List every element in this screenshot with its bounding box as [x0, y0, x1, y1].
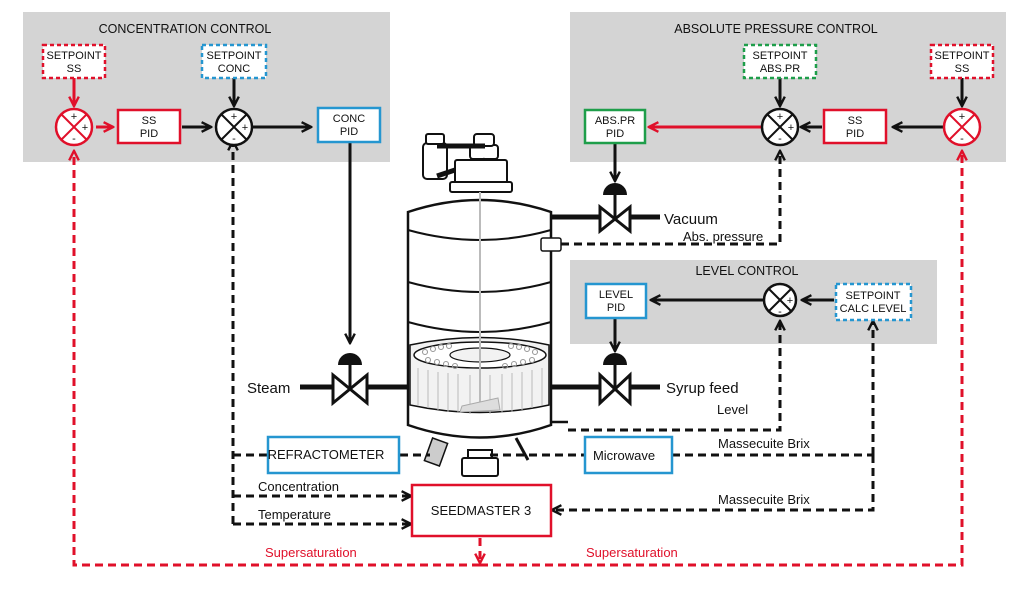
- vacuum-valve: [598, 183, 632, 235]
- abs-pressure-control-title: ABSOLUTE PRESSURE CONTROL: [674, 22, 878, 36]
- massecuite-brix-top-label: Massecuite Brix: [718, 436, 810, 451]
- svg-text:+: +: [788, 122, 794, 134]
- svg-text:SETPOINT: SETPOINT: [752, 50, 807, 62]
- concentration-control-title: CONCENTRATION CONTROL: [99, 22, 272, 36]
- svg-text:SS: SS: [955, 63, 970, 75]
- measurement-lines: [233, 142, 873, 524]
- supersaturation-right-label: Supersaturation: [586, 545, 678, 560]
- microwave-block: Microwave: [583, 435, 674, 475]
- massecuite-brix-bottom-label: Massecuite Brix: [718, 492, 810, 507]
- ss-pid-right-block: SS PID: [822, 108, 888, 145]
- svg-text:SETPOINT: SETPOINT: [206, 50, 261, 62]
- conc-pid-block: CONC PID: [316, 106, 382, 144]
- syrup-feed-label: Syrup feed: [666, 380, 739, 397]
- svg-text:Microwave: Microwave: [593, 448, 655, 463]
- svg-text:SS: SS: [848, 115, 863, 127]
- level-label: Level: [717, 402, 748, 417]
- setpoint-conc-block: SETPOINT CONC: [200, 43, 268, 80]
- svg-text:SS: SS: [142, 115, 157, 127]
- seedmaster-block: SEEDMASTER 3: [410, 483, 553, 538]
- svg-text:LEVEL: LEVEL: [599, 289, 633, 301]
- evaporator-vessel: [406, 133, 568, 477]
- setpoint-ss-left-block: SETPOINT SS: [41, 43, 107, 80]
- svg-text:-: -: [960, 133, 964, 145]
- svg-text:+: +: [777, 111, 783, 123]
- supersaturation-lines: [74, 152, 962, 567]
- temperature-label: Temperature: [258, 507, 331, 522]
- svg-text:CONC: CONC: [333, 113, 365, 125]
- summing-junction-ss-left: + + -: [54, 107, 94, 147]
- svg-text:ABS.PR: ABS.PR: [595, 115, 635, 127]
- syrup-feed-valve: [598, 353, 632, 407]
- svg-text:-: -: [232, 133, 236, 145]
- level-pid-block: LEVEL PID: [584, 282, 648, 320]
- summing-junction-level: + -: [762, 282, 798, 318]
- setpoint-ss-right-block: SETPOINT SS: [929, 43, 995, 80]
- svg-text:SETPOINT: SETPOINT: [845, 290, 900, 302]
- setpoint-calc-level-block: SETPOINT CALC LEVEL: [834, 282, 913, 322]
- svg-text:+: +: [82, 122, 88, 134]
- refractometer-block: REFRACTOMETER: [266, 435, 401, 475]
- concentration-label: Concentration: [258, 479, 339, 494]
- svg-text:SETPOINT: SETPOINT: [934, 50, 989, 62]
- control-signals: [182, 78, 962, 350]
- svg-text:CALC LEVEL: CALC LEVEL: [840, 303, 907, 315]
- svg-text:PID: PID: [606, 128, 624, 140]
- steam-valve: [331, 353, 369, 407]
- svg-text:-: -: [72, 133, 76, 145]
- svg-text:PID: PID: [140, 128, 158, 140]
- svg-text:PID: PID: [607, 302, 625, 314]
- vacuum-label: Vacuum: [664, 211, 718, 228]
- svg-text:CONC: CONC: [218, 63, 250, 75]
- summing-junction-ss-right: + -: [942, 107, 982, 147]
- svg-text:+: +: [242, 122, 248, 134]
- setpoint-abspr-block: SETPOINT ABS.PR: [742, 43, 818, 80]
- svg-text:+: +: [787, 295, 793, 307]
- svg-text:+: +: [71, 111, 77, 123]
- ss-pid-left-block: SS PID: [116, 108, 182, 145]
- svg-text:ABS.PR: ABS.PR: [760, 63, 800, 75]
- svg-text:SS: SS: [67, 63, 82, 75]
- abs-pressure-label: Abs. pressure: [683, 229, 763, 244]
- svg-text:PID: PID: [846, 128, 864, 140]
- supersaturation-left-label: Supersaturation: [265, 545, 357, 560]
- red-control-signals: [74, 78, 762, 127]
- svg-text:REFRACTOMETER: REFRACTOMETER: [268, 447, 385, 462]
- steam-label: Steam: [247, 380, 290, 397]
- abspr-pid-block: ABS.PR PID: [583, 108, 647, 145]
- svg-text:-: -: [778, 306, 782, 318]
- svg-text:-: -: [778, 133, 782, 145]
- svg-text:+: +: [231, 111, 237, 123]
- summing-junction-abspr: + + -: [760, 107, 800, 147]
- level-control-title: LEVEL CONTROL: [695, 264, 798, 278]
- svg-text:SETPOINT: SETPOINT: [46, 50, 101, 62]
- svg-text:PID: PID: [340, 126, 358, 138]
- process-lines: [300, 214, 660, 390]
- svg-text:SEEDMASTER 3: SEEDMASTER 3: [431, 503, 531, 518]
- summing-junction-conc: + + -: [214, 107, 254, 147]
- svg-text:+: +: [959, 111, 965, 123]
